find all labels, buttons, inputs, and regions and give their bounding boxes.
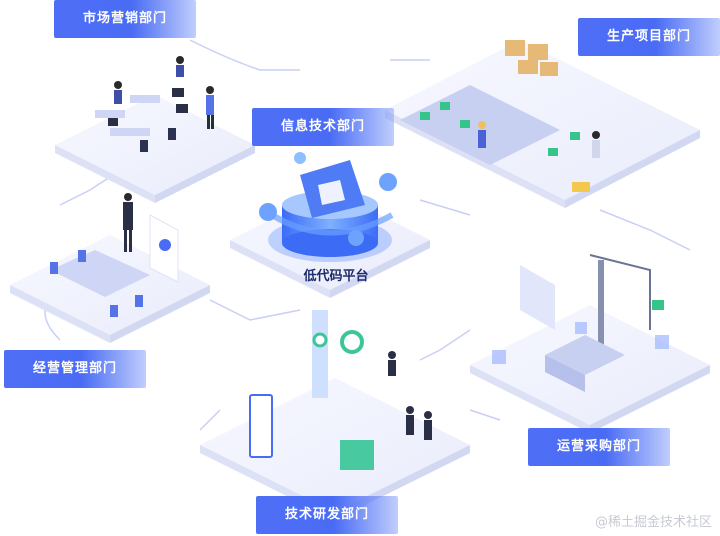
pen-icon bbox=[379, 173, 397, 191]
dept-label-it: 信息技术部门 bbox=[252, 108, 394, 146]
dept-label-marketing: 市场营销部门 bbox=[54, 0, 196, 38]
production-tile bbox=[385, 40, 700, 208]
engineers bbox=[388, 351, 432, 440]
settings-icon bbox=[348, 230, 364, 246]
watermark: @稀土掘金技术社区 bbox=[594, 515, 712, 530]
chart-icon bbox=[294, 152, 306, 164]
people bbox=[114, 56, 214, 129]
user-icon bbox=[259, 203, 277, 221]
server-cube bbox=[340, 440, 374, 470]
platform-tile bbox=[230, 152, 430, 298]
monitors bbox=[108, 88, 188, 126]
warehouse-shelves bbox=[505, 40, 558, 76]
chairs bbox=[140, 128, 176, 152]
tower bbox=[312, 310, 328, 398]
dept-label-operations-management: 经营管理部门 bbox=[4, 350, 146, 388]
green-boxes bbox=[420, 102, 580, 156]
crane bbox=[589, 254, 651, 330]
cube-icon bbox=[318, 180, 345, 205]
marketing-tile bbox=[55, 56, 255, 203]
display-panel bbox=[520, 265, 555, 330]
management-tile bbox=[10, 193, 210, 343]
platform-label: 低代码平台 bbox=[303, 269, 369, 284]
forklift bbox=[572, 182, 590, 192]
procurement-tile bbox=[470, 254, 710, 433]
dept-label-production: 生产项目部门 bbox=[578, 18, 720, 56]
attendees bbox=[50, 250, 143, 317]
rnd-tile bbox=[200, 310, 470, 520]
workers bbox=[478, 121, 600, 158]
dept-label-rnd: 技术研发部门 bbox=[256, 496, 398, 534]
desks-group bbox=[95, 95, 160, 136]
presenter bbox=[123, 193, 133, 252]
meeting-table bbox=[50, 250, 150, 297]
phone bbox=[249, 394, 273, 458]
dept-label-procurement: 运营采购部门 bbox=[528, 428, 670, 466]
